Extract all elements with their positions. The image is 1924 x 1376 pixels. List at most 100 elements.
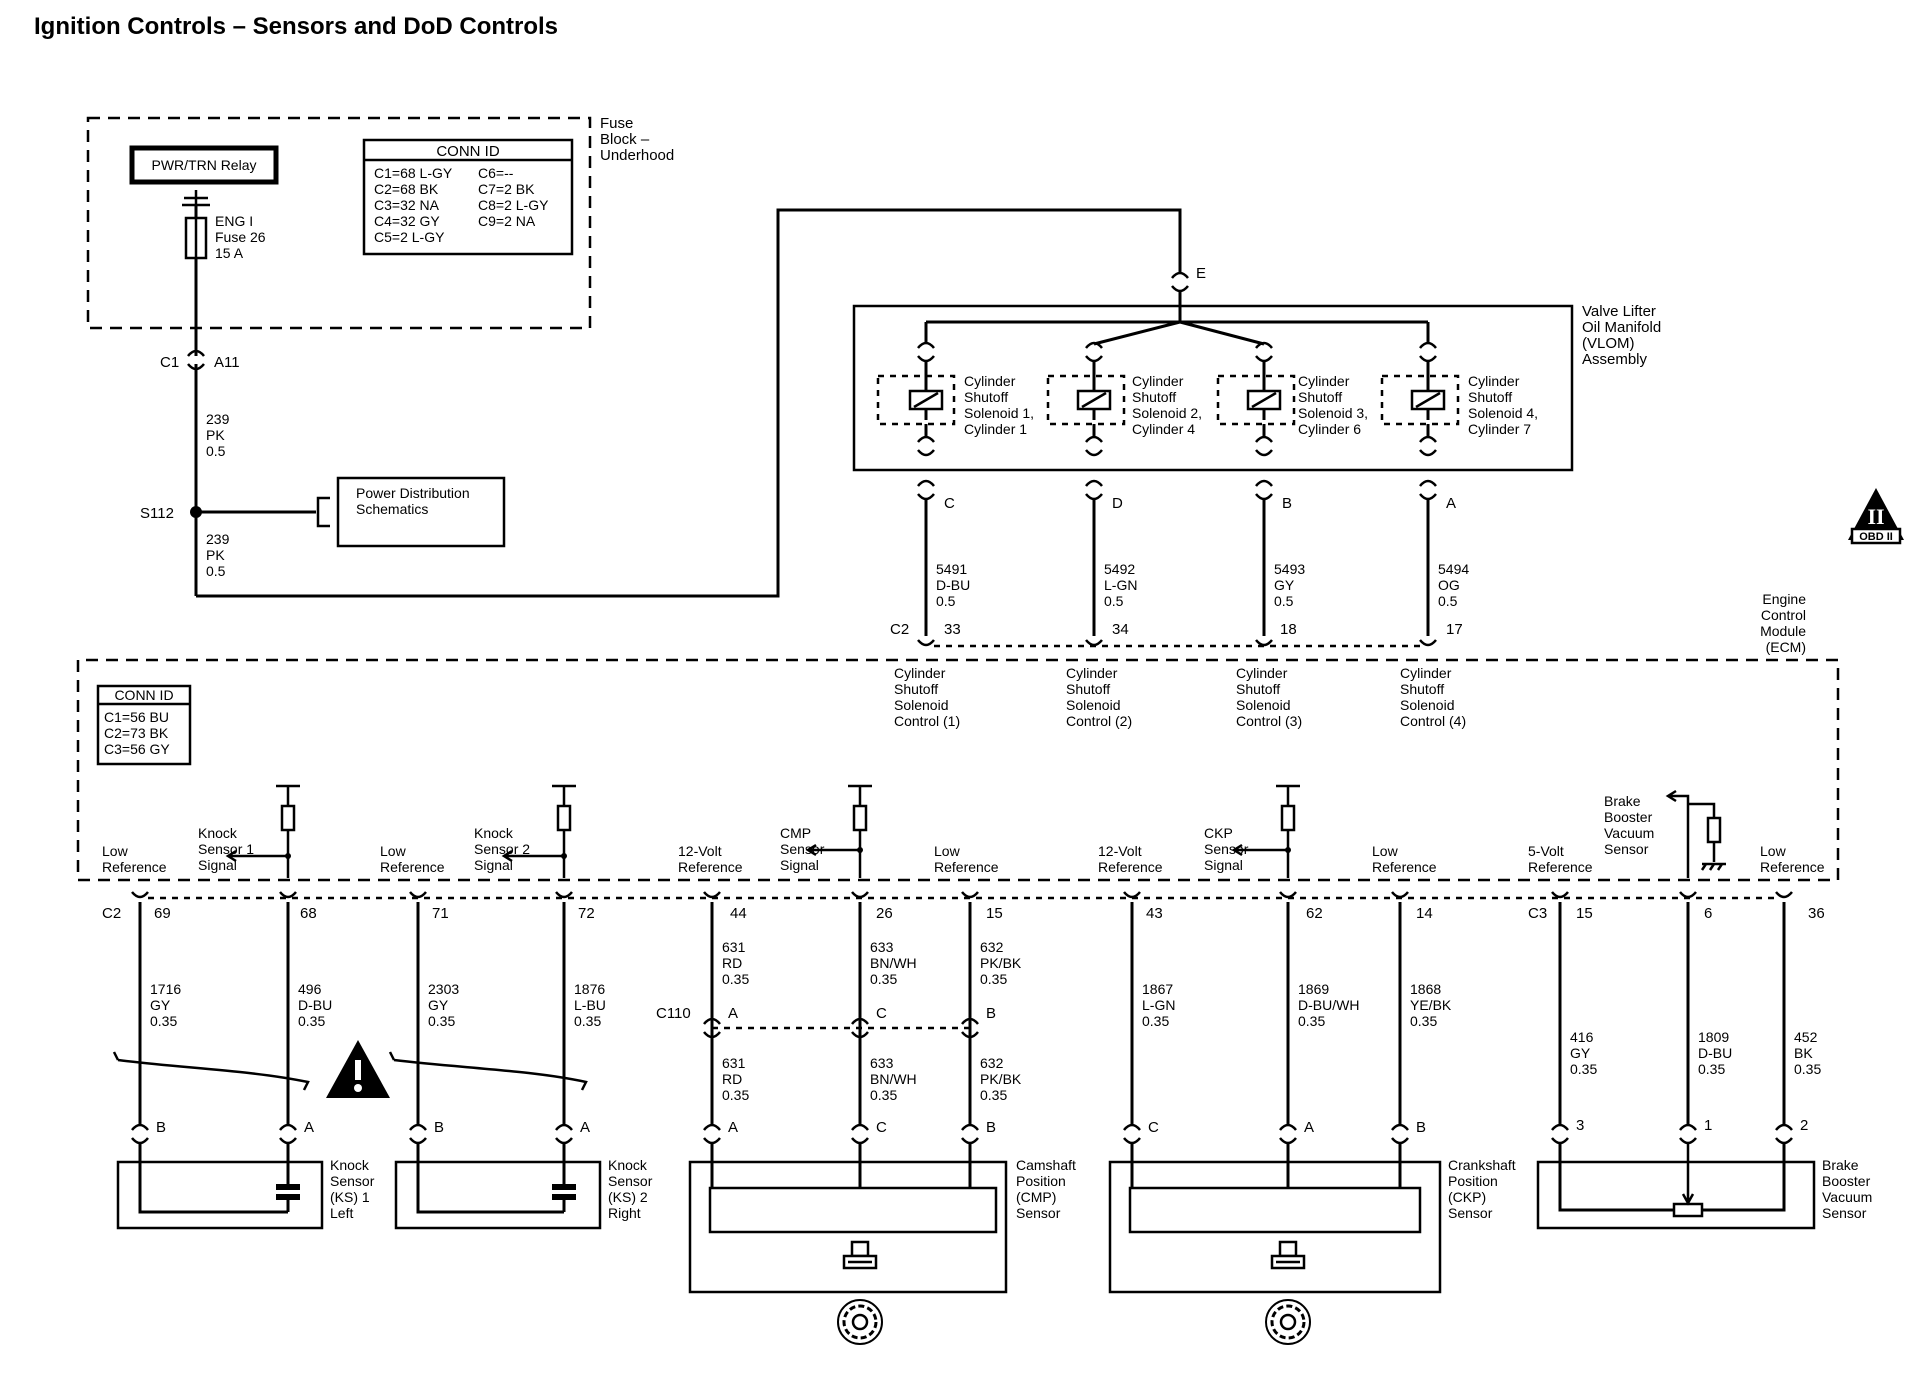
ctrl-1-line-1: Cylinder <box>894 665 946 681</box>
ks1-wire-sig-color: D-BU <box>298 997 332 1013</box>
bbv-sig-4: Sensor <box>1604 841 1649 857</box>
bbv-sig-2: Booster <box>1604 809 1653 825</box>
ckp-wire-1-circuit: 1867 <box>1142 981 1173 997</box>
capacitor-icon <box>552 1184 576 1200</box>
cmp-magnet-icon <box>842 1240 878 1270</box>
cmp-pin-44: 44 <box>730 905 747 922</box>
vlom-pin-a: A <box>1446 495 1456 512</box>
ctrl-4-line-2: Shutoff <box>1400 681 1444 697</box>
ks2-pin-71: 71 <box>432 905 449 922</box>
ctrl-1-line-4: Control (1) <box>894 713 960 729</box>
c110-pin-c: C <box>876 1005 887 1022</box>
bbv-wire-2-color: D-BU <box>1698 1045 1732 1061</box>
ks1-wire-low-gauge: 0.35 <box>150 1013 177 1029</box>
wire-5491-color: D-BU <box>936 577 970 593</box>
wire-5493-circuit: 5493 <box>1274 561 1305 577</box>
ks2-wire-sig-gauge: 0.35 <box>574 1013 601 1029</box>
fuse-block-label-2: Block – <box>600 131 650 148</box>
solenoid-2-label-4: Cylinder 4 <box>1132 421 1195 437</box>
wire-5494-gauge: 0.5 <box>1438 593 1458 609</box>
cmp-wire-4-gauge: 0.35 <box>722 1087 749 1103</box>
ks2-pin-72: 72 <box>578 905 595 922</box>
c110-connector: C110 A C B <box>656 1005 996 1039</box>
ecm: Engine Control Module (ECM) Cylinder Shu… <box>76 591 1840 882</box>
ks1-low-ref-2: Reference <box>102 859 167 875</box>
ckp-wire-1-gauge: 0.35 <box>1142 1013 1169 1029</box>
ckp-pin-43: 43 <box>1146 905 1163 922</box>
ks2-name-2: Sensor <box>608 1173 653 1189</box>
solenoid-1-label-2: Shutoff <box>964 389 1008 405</box>
ecm-conn-c2-top: C2 <box>890 621 909 638</box>
c110-label: C110 <box>656 1005 691 1022</box>
vlom-label-1: Valve Lifter <box>1582 303 1656 320</box>
ks1-name-3: (KS) 1 <box>330 1189 370 1205</box>
wire-5493-gauge: 0.5 <box>1274 593 1294 609</box>
ckp-12v-2: Reference <box>1098 859 1163 875</box>
vlom-pin-b: B <box>1282 495 1292 512</box>
ecm-conn-id-c2: C2=73 BK <box>104 725 169 741</box>
bbv-wire-3-circuit: 452 <box>1794 1029 1818 1045</box>
cmp-wire-3-color: PK/BK <box>980 955 1022 971</box>
solenoid-4-label-2: Shutoff <box>1468 389 1512 405</box>
fuse-label-2: Fuse 26 <box>215 229 266 245</box>
power-dist-label-2: Schematics <box>356 501 428 517</box>
bbv-wire-2-gauge: 0.35 <box>1698 1061 1725 1077</box>
bbv-sig-1: Brake <box>1604 793 1641 809</box>
obd-label: OBD II <box>1859 531 1893 543</box>
cmp-sig-3: Signal <box>780 857 819 873</box>
cmp-sensor-circuit: 44 26 15 631 RD 0.35 633 BN/WH 0.35 632 … <box>656 902 1076 1345</box>
ks2-wire-sig-color: L-BU <box>574 997 606 1013</box>
ckp-low-ref-1: Low <box>1372 843 1399 859</box>
solenoid-2-label-1: Cylinder <box>1132 373 1184 389</box>
bbv-low-ref-1: Low <box>1760 843 1787 859</box>
cmp-sensor-pin-c: C <box>876 1119 887 1136</box>
ks1-pin-69: 69 <box>154 905 171 922</box>
ckp-sensor-circuit: 43 62 14 1867 L-GN 0.35 1869 D-BU/WH 0.3… <box>1108 902 1516 1345</box>
ckp-wire-3-gauge: 0.35 <box>1410 1013 1437 1029</box>
cmp-pin-26: 26 <box>876 905 893 922</box>
cmp-wire-2-color: BN/WH <box>870 955 917 971</box>
wire-5492-circuit: 5492 <box>1104 561 1135 577</box>
ckp-pin-62: 62 <box>1306 905 1323 922</box>
vlom-pin-c: C <box>944 495 955 512</box>
ks2-wire-low-color: GY <box>428 997 449 1013</box>
cmp-sig-2: Sensor <box>780 841 825 857</box>
ctrl-2-line-3: Solenoid <box>1066 697 1121 713</box>
ks2-pin-a: A <box>580 1119 590 1136</box>
bbv-wire-1-circuit: 416 <box>1570 1029 1594 1045</box>
ecm-conn-id-c3: C3=56 GY <box>104 741 170 757</box>
feed-wire-1-gauge: 0.5 <box>206 443 226 459</box>
ckp-low-ref-2: Reference <box>1372 859 1437 875</box>
ks1-pin-68: 68 <box>300 905 317 922</box>
ks2-wire-sig-circuit: 1876 <box>574 981 605 997</box>
bbv-sig-3: Vacuum <box>1604 825 1654 841</box>
ks1-sig-3: Signal <box>198 857 237 873</box>
ckp-sig-3: Signal <box>1204 857 1243 873</box>
bbv-wire-2-circuit: 1809 <box>1698 1029 1729 1045</box>
solenoid-1-label-3: Solenoid 1, <box>964 405 1034 421</box>
ecm-conn-id-title: CONN ID <box>114 687 173 703</box>
ctrl-2-line-2: Shutoff <box>1066 681 1110 697</box>
vlom-label-4: Assembly <box>1582 351 1648 368</box>
ckp-wire-1-color: L-GN <box>1142 997 1175 1013</box>
ckp-pullup <box>1231 784 1300 878</box>
solenoid-3-label-1: Cylinder <box>1298 373 1350 389</box>
bbv-sensor-pin-1: 1 <box>1704 1117 1712 1134</box>
ckp-12v-1: 12-Volt <box>1098 843 1142 859</box>
ctrl-3-line-2: Shutoff <box>1236 681 1280 697</box>
cmp-wire-3-circuit: 632 <box>980 939 1004 955</box>
ks2-wire-low-gauge: 0.35 <box>428 1013 455 1029</box>
solenoid-4-label-4: Cylinder 7 <box>1468 421 1531 437</box>
ckp-wire-2-circuit: 1869 <box>1298 981 1329 997</box>
ckp-sensor-pin-a: A <box>1304 1119 1314 1136</box>
ks1-wire-low-circuit: 1716 <box>150 981 181 997</box>
ks2-name-1: Knock <box>608 1157 648 1173</box>
cmp-low-ref-1: Low <box>934 843 961 859</box>
ecm-pin-17: 17 <box>1446 621 1463 638</box>
bbv-sensor-pin-3: 3 <box>1576 1117 1584 1134</box>
solenoid-2-label-3: Solenoid 2, <box>1132 405 1202 421</box>
vlom-assembly <box>852 304 1574 472</box>
ckp-sig-1: CKP <box>1204 825 1233 841</box>
vlom-pin-d: D <box>1112 495 1123 512</box>
